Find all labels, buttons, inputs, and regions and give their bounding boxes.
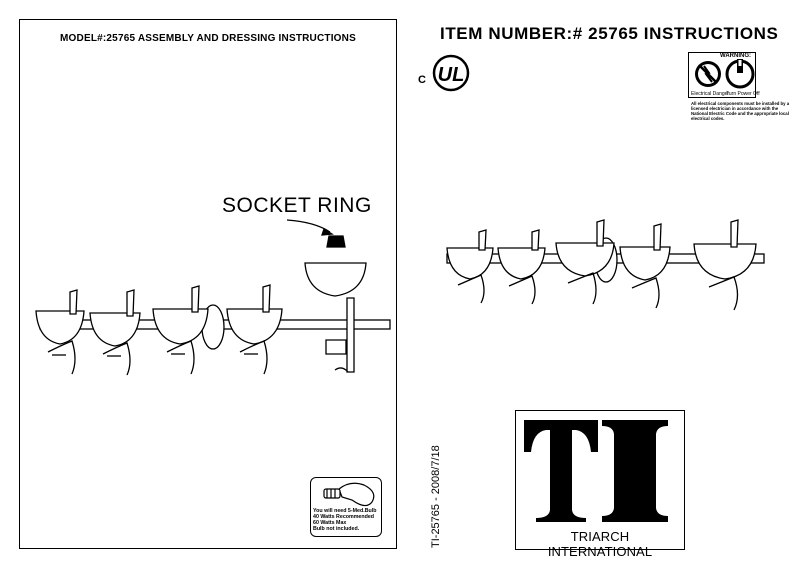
warning-note: All electrical components must be instal… [691,101,790,121]
logo-caption: TRIARCH INTERNATIONAL [547,529,653,559]
bulb-line: You will need 5-Med.Bulb [313,508,377,514]
warning-title: WARNING: [720,53,751,59]
ul-certification-icon: UL C [418,54,470,92]
right-shade-3 [555,219,615,305]
socket-ring-label: SOCKET RING [222,194,372,217]
warning-box [688,52,756,98]
bulb-line: Bulb not included. [313,526,360,532]
document-date-code: TI-25765 - 2008/7/18 [430,445,442,548]
right-shade-5 [693,219,757,311]
triarch-logo [515,410,685,550]
assembly-panel [19,19,397,549]
bulb-requirements-text: You will need 5-Med.Bulb 40 Watts Recomm… [313,508,381,532]
assembly-title: MODEL#:25765 ASSEMBLY AND DRESSING INSTR… [60,33,356,44]
ul-text: UL [438,64,465,86]
instructions-title: ITEM NUMBER:# 25765 INSTRUCTIONS [440,24,779,43]
right-fixture-drawing [446,219,765,311]
ul-prefix: C [418,74,426,86]
right-shade-2 [497,229,546,305]
turn-power-off-label: Turn Power Off [726,91,760,97]
bulb-line: 40 Watts Recommended [313,514,375,520]
bulb-line: 60 Watts Max [313,520,347,526]
bulb-requirements-box [310,477,382,537]
electrical-danger-label: Electrical Danger [691,91,730,97]
right-shade-1 [446,229,494,304]
right-shade-4 [619,223,671,309]
